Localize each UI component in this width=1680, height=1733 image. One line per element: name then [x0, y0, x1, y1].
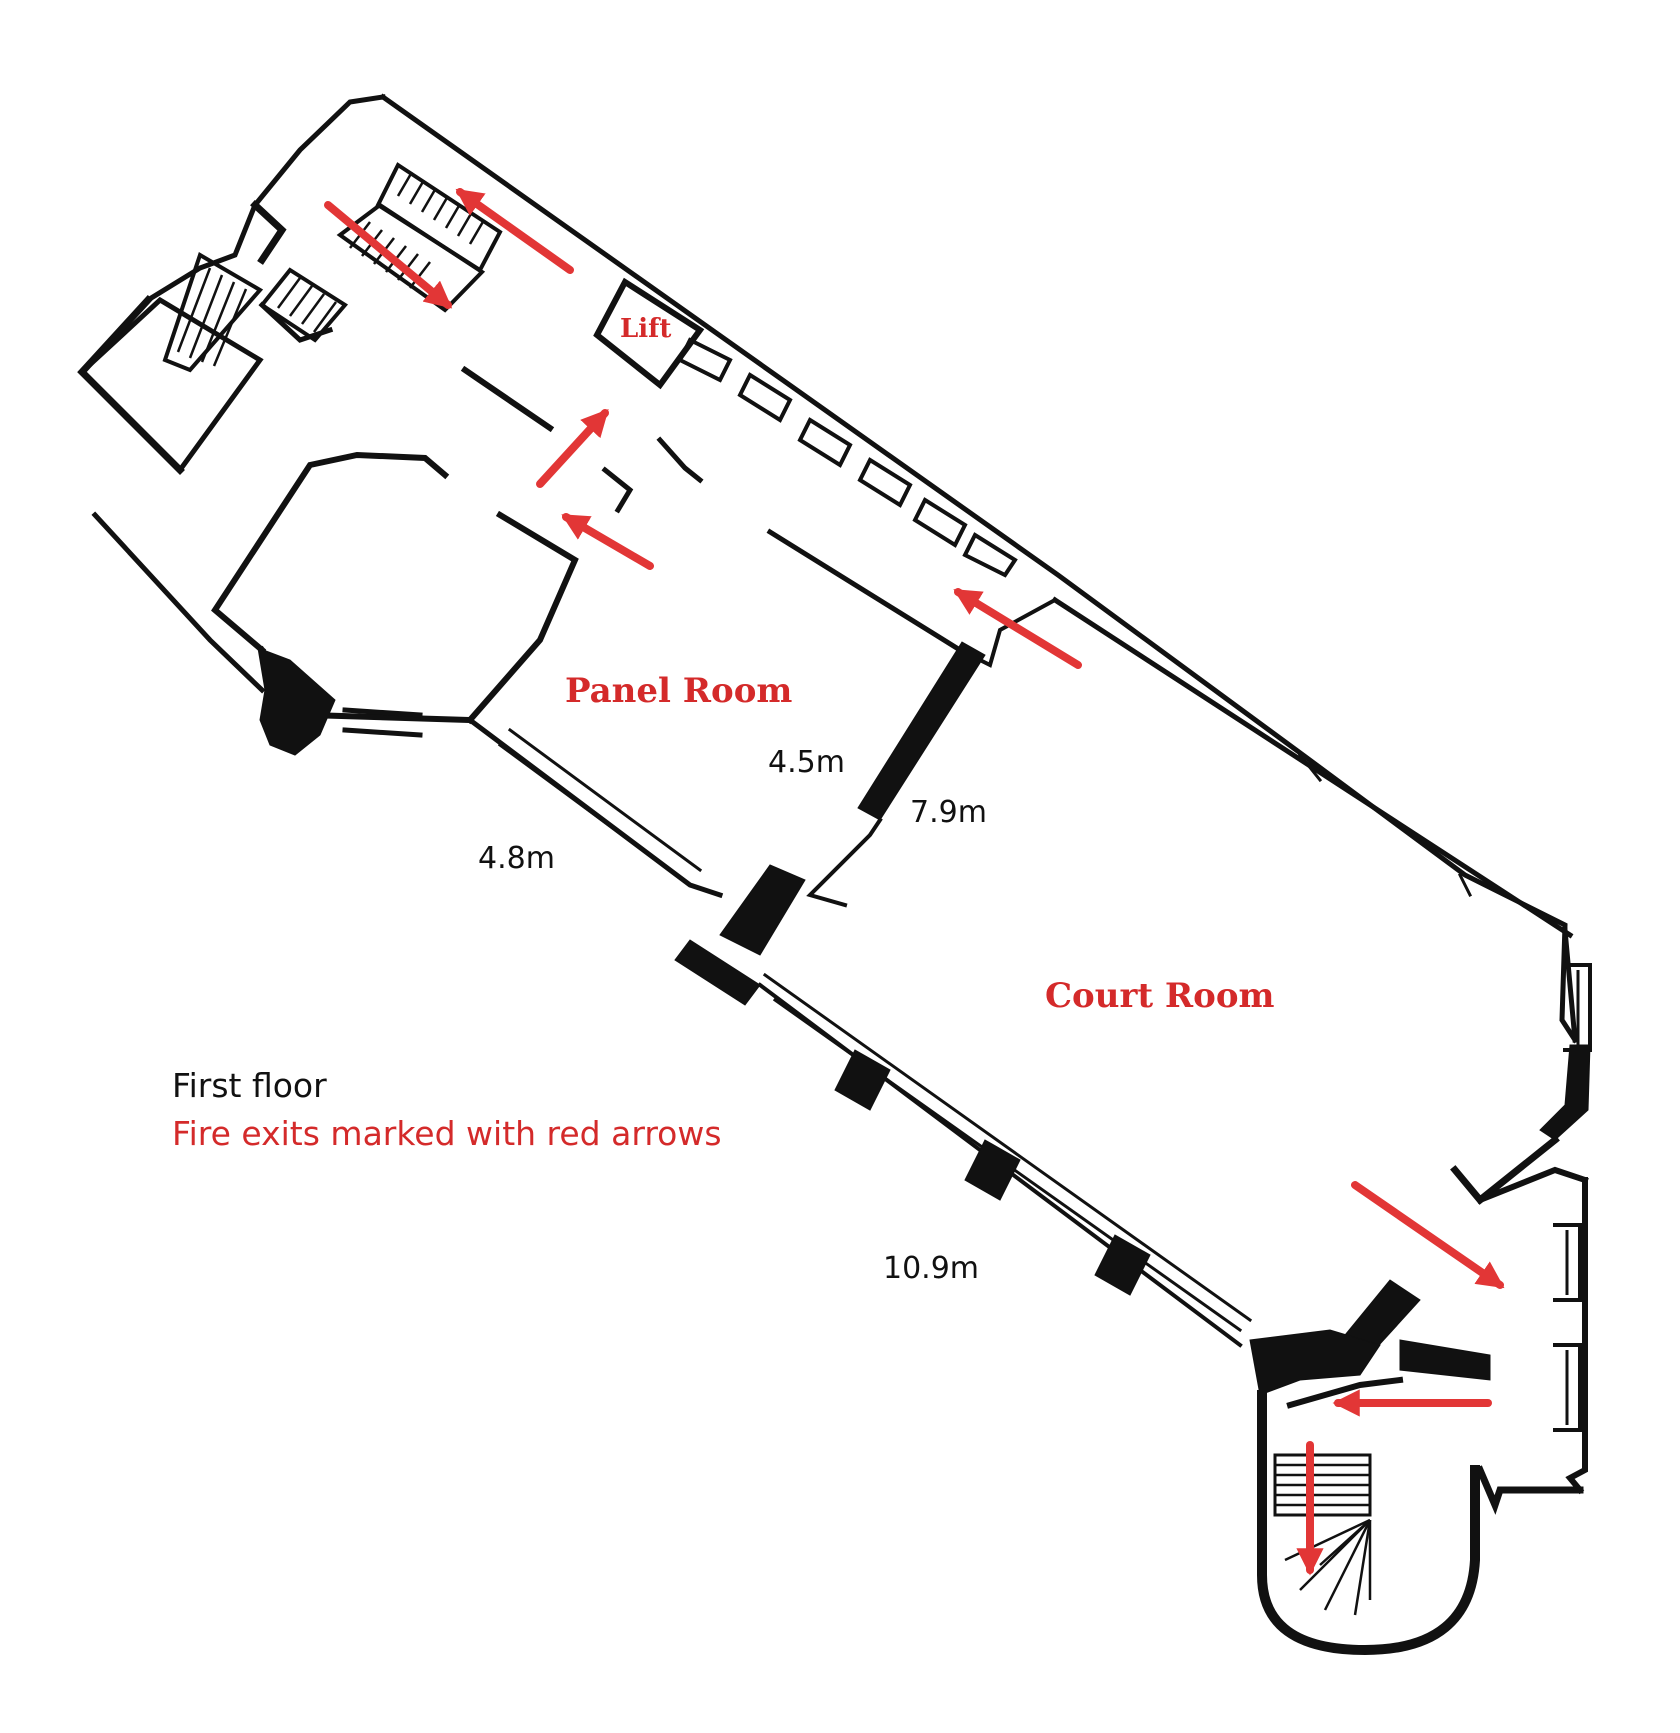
lift: Lift [593, 277, 705, 390]
panel-room-walls [466, 641, 986, 908]
corridor-windows-north [677, 337, 1018, 578]
arrow-icon [953, 588, 1082, 669]
caption-subtitle: Fire exits marked with red arrows [172, 1114, 722, 1153]
west-room [211, 451, 579, 756]
internal-walls [460, 365, 1058, 668]
staircase-northwest [77, 162, 503, 475]
court-depth-label: 7.9m [910, 795, 987, 830]
lift-label: Lift [620, 314, 671, 344]
panel-depth-label: 4.5m [768, 745, 845, 780]
stair-tower-southeast [1249, 1177, 1588, 1656]
arrow-icon [324, 201, 453, 309]
caption-title: First floor [172, 1066, 327, 1105]
fire-exit-arrows [324, 188, 1505, 1576]
panel-room-label: Panel Room [565, 671, 792, 711]
arrow-icon [536, 408, 609, 488]
arrow-icon [1351, 1181, 1505, 1289]
arrow-icon [561, 513, 654, 570]
court-room-label: Court Room [1045, 976, 1275, 1016]
panel-width-label: 4.8m [478, 841, 555, 876]
court-length-label: 10.9m [883, 1251, 979, 1286]
court-room-walls [674, 596, 1592, 1348]
arrow-icon [455, 188, 574, 274]
